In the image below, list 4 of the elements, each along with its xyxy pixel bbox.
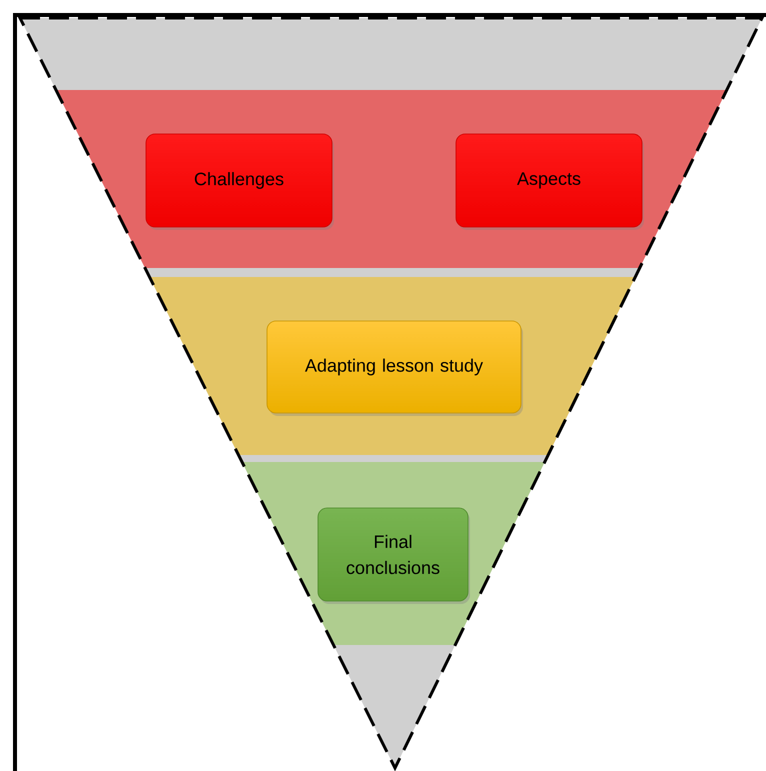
- process-box: Aspects: [456, 134, 644, 230]
- process-box: Adapting lesson study: [266, 320, 523, 416]
- process-box: Challenges: [146, 134, 334, 230]
- process-box: Final conclusions: [318, 508, 470, 604]
